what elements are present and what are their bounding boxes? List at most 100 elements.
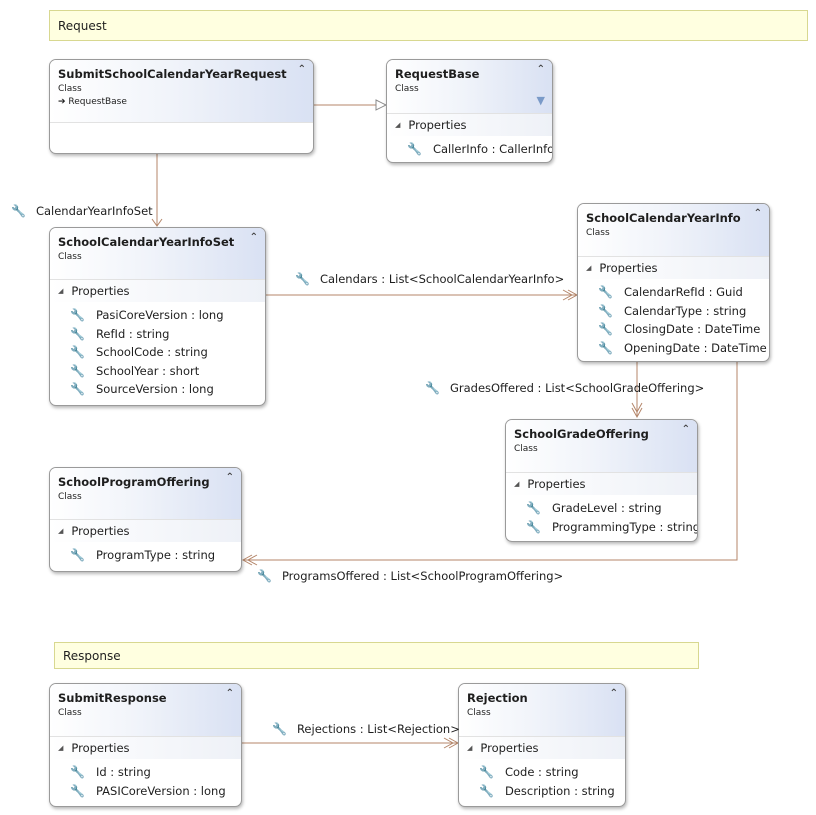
- expand-triangle-icon[interactable]: ◢: [58, 287, 64, 295]
- properties-header[interactable]: ◢ Properties: [459, 737, 625, 759]
- property-label: Code : string: [504, 765, 579, 780]
- label-rejections[interactable]: 🔧Rejections : List<Rejection>: [272, 722, 460, 736]
- wrench-icon: 🔧: [70, 363, 85, 378]
- label-grades-offered[interactable]: 🔧GradesOffered : List<SchoolGradeOfferin…: [425, 381, 704, 395]
- property-list: 🔧ProgramType : string: [50, 542, 241, 565]
- class-rejection[interactable]: Rejection Class ⌃ ◢ Properties 🔧 Code : s…: [458, 683, 626, 807]
- expand-triangle-icon[interactable]: ◢: [395, 121, 401, 129]
- association-calendar-year-info-set: [151, 154, 163, 227]
- class-header: Rejection Class ⌃: [459, 684, 625, 737]
- property-item[interactable]: 🔧 Code : string: [459, 763, 625, 782]
- property-item[interactable]: 🔧PASICoreVersion : long: [50, 782, 241, 801]
- association-rejections: [242, 737, 460, 749]
- property-item[interactable]: 🔧SchoolCode : string: [50, 343, 265, 362]
- expand-triangle-icon[interactable]: ◢: [586, 264, 592, 272]
- wrench-icon: 🔧: [526, 519, 541, 534]
- response-note-text: Response: [63, 648, 121, 663]
- wrench-icon: 🔧: [598, 322, 613, 337]
- property-item[interactable]: 🔧CalendarType : string: [578, 302, 769, 321]
- wrench-icon: 🔧: [70, 382, 85, 397]
- wrench-icon: 🔧: [70, 308, 85, 323]
- class-header: SchoolGradeOffering Class ⌃: [506, 420, 697, 473]
- expand-triangle-icon[interactable]: ◢: [467, 744, 473, 752]
- class-school-grade-offering[interactable]: SchoolGradeOffering Class ⌃ ◢ Properties…: [505, 419, 698, 542]
- properties-header[interactable]: ◢ Properties: [506, 473, 697, 495]
- property-item[interactable]: 🔧CalendarRefId : Guid: [578, 283, 769, 302]
- class-header: SchoolCalendarYearInfoSet Class ⌃: [50, 228, 265, 280]
- collapse-icon[interactable]: ⌃: [609, 688, 618, 699]
- property-item[interactable]: 🔧ProgrammingType : string: [506, 518, 697, 537]
- class-header: SchoolCalendarYearInfo Class ⌃: [578, 204, 769, 257]
- association-label-text: CalendarYearInfoSet: [35, 204, 153, 218]
- expand-triangle-icon[interactable]: ◢: [514, 480, 520, 488]
- property-item[interactable]: 🔧ProgramType : string: [50, 546, 241, 565]
- property-item[interactable]: 🔧SourceVersion : long: [50, 380, 265, 399]
- association-label-text: Rejections : List<Rejection>: [296, 722, 460, 736]
- class-name: SchoolCalendarYearInfoSet: [58, 235, 235, 249]
- filter-icon[interactable]: ▼: [536, 94, 545, 107]
- label-programs-offered[interactable]: 🔧ProgramsOffered : List<SchoolProgramOff…: [257, 569, 563, 583]
- association-label-text: ProgramsOffered : List<SchoolProgramOffe…: [281, 569, 564, 583]
- request-note-text: Request: [58, 18, 107, 33]
- properties-header[interactable]: ◢ Properties: [50, 520, 241, 542]
- property-item[interactable]: 🔧 SchoolYear : short: [50, 362, 265, 381]
- property-label: Id : string: [95, 765, 151, 780]
- collapse-icon[interactable]: ⌃: [753, 208, 762, 219]
- class-request-base[interactable]: RequestBase Class ⌃ ▼ ◢ Properties 🔧Call…: [386, 59, 553, 163]
- base-class-name: RequestBase: [68, 97, 127, 107]
- class-submit-response[interactable]: SubmitResponse Class ⌃ ◢ Properties 🔧Id …: [49, 683, 242, 807]
- association-label-text: Calendars : List<SchoolCalendarYearInfo>: [319, 272, 565, 286]
- property-item[interactable]: 🔧 RefId : string: [50, 325, 265, 344]
- collapse-icon[interactable]: ⌃: [536, 64, 545, 75]
- class-submit-school-calendar-year-request[interactable]: SubmitSchoolCalendarYearRequest Class ➔ …: [49, 59, 314, 154]
- class-header: SubmitSchoolCalendarYearRequest Class ➔ …: [50, 60, 313, 123]
- wrench-icon: 🔧: [70, 326, 85, 341]
- property-label: ProgramType : string: [95, 548, 216, 563]
- collapse-icon[interactable]: ⌃: [249, 232, 258, 243]
- collapse-icon[interactable]: ⌃: [225, 472, 234, 483]
- property-item[interactable]: 🔧 PasiCoreVersion : long: [50, 306, 265, 325]
- properties-header-label: Properties: [71, 524, 130, 538]
- class-name: Rejection: [467, 691, 528, 705]
- properties-header[interactable]: ◢ Properties: [578, 257, 769, 279]
- property-list: 🔧 Code : string 🔧Description : string: [459, 759, 625, 800]
- property-item[interactable]: 🔧Description : string: [459, 782, 625, 801]
- properties-header-label: Properties: [71, 284, 130, 298]
- properties-header-label: Properties: [599, 261, 658, 275]
- property-item[interactable]: 🔧Id : string: [50, 763, 241, 782]
- property-item[interactable]: 🔧 ClosingDate : DateTime: [578, 320, 769, 339]
- expand-triangle-icon[interactable]: ◢: [58, 744, 64, 752]
- class-school-program-offering[interactable]: SchoolProgramOffering Class ⌃ ◢ Properti…: [49, 467, 242, 572]
- property-label: PasiCoreVersion : long: [95, 308, 224, 323]
- class-school-calendar-year-info-set[interactable]: SchoolCalendarYearInfoSet Class ⌃ ◢ Prop…: [49, 227, 266, 406]
- collapse-icon[interactable]: ⌃: [225, 688, 234, 699]
- collapse-icon[interactable]: ⌃: [297, 64, 306, 75]
- wrench-icon: 🔧: [598, 285, 613, 300]
- class-stereotype: Class: [395, 84, 419, 94]
- properties-header[interactable]: ◢ Properties: [387, 114, 552, 136]
- collapse-icon[interactable]: ⌃: [681, 424, 690, 435]
- label-calendar-year-info-set[interactable]: 🔧CalendarYearInfoSet: [11, 204, 153, 218]
- properties-header[interactable]: ◢ Properties: [50, 737, 241, 759]
- property-item[interactable]: 🔧CallerInfo : CallerInfo: [387, 140, 552, 159]
- property-label: RefId : string: [95, 326, 170, 341]
- class-header: SubmitResponse Class ⌃: [50, 684, 241, 737]
- class-name: SubmitSchoolCalendarYearRequest: [58, 67, 287, 81]
- class-stereotype: Class: [58, 84, 82, 94]
- property-item[interactable]: 🔧OpeningDate : DateTime: [578, 339, 769, 358]
- label-calendars[interactable]: 🔧Calendars : List<SchoolCalendarYearInfo…: [295, 272, 564, 286]
- class-stereotype: Class: [58, 708, 82, 718]
- properties-header[interactable]: ◢ Properties: [50, 280, 265, 302]
- property-label: ClosingDate : DateTime: [623, 322, 761, 337]
- wrench-icon: 🔧: [425, 381, 440, 395]
- expand-triangle-icon[interactable]: ◢: [58, 527, 64, 535]
- property-label: SchoolYear : short: [95, 363, 200, 378]
- property-item[interactable]: 🔧GradeLevel : string: [506, 499, 697, 518]
- properties-header-label: Properties: [527, 477, 586, 491]
- class-school-calendar-year-info[interactable]: SchoolCalendarYearInfo Class ⌃ ◢ Propert…: [577, 203, 770, 362]
- property-label: CallerInfo : CallerInfo: [432, 142, 553, 157]
- wrench-icon: 🔧: [479, 765, 494, 780]
- base-class-label: ➔ RequestBase: [58, 97, 305, 107]
- property-list: 🔧PasiCoreVersion : long 🔧RefId : string …: [50, 302, 265, 399]
- property-label: GradeLevel : string: [551, 501, 662, 516]
